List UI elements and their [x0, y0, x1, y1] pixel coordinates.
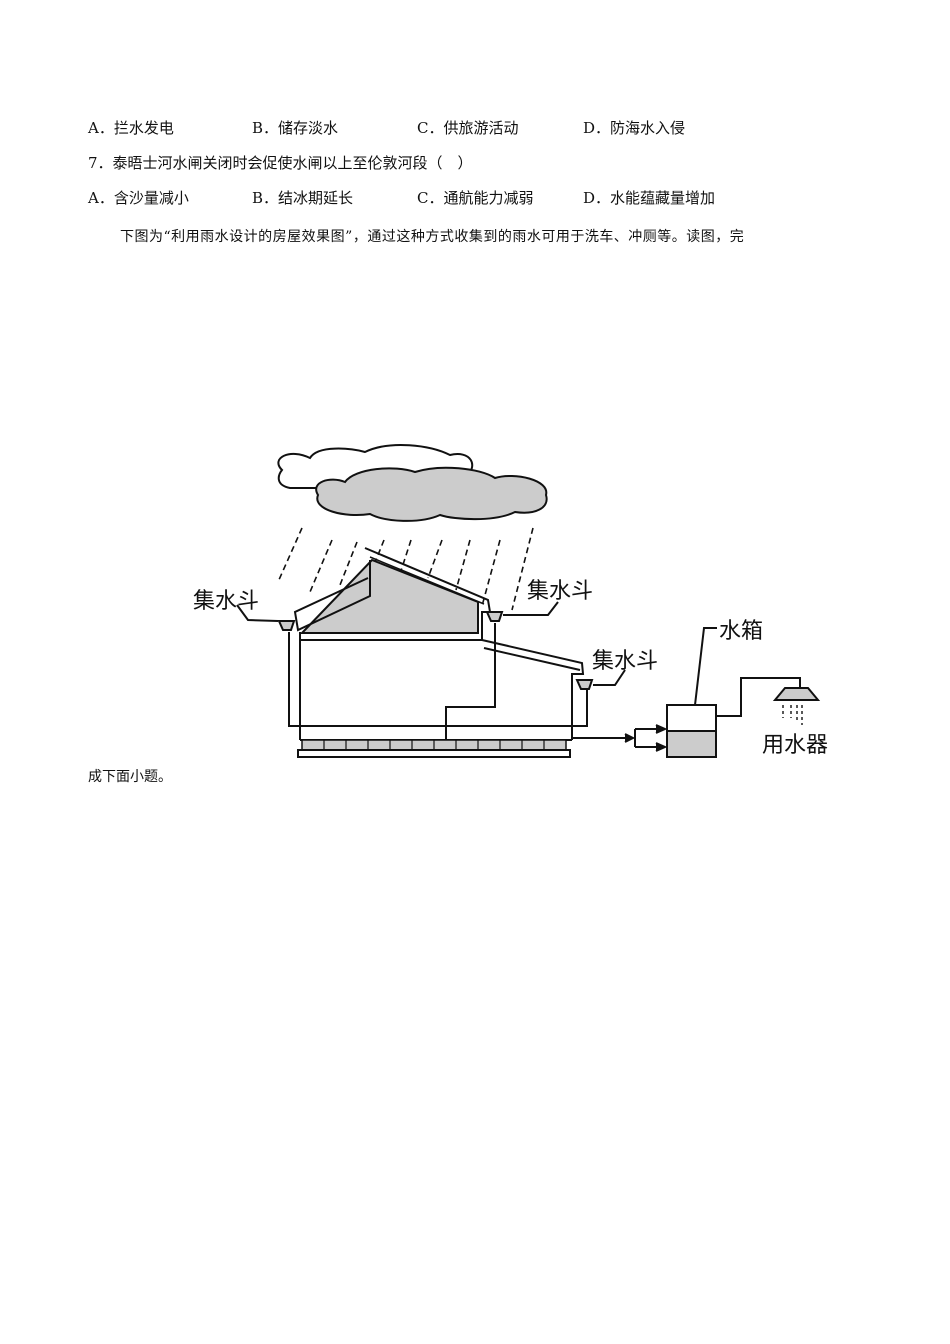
q7-option-c[interactable]: C．通航能力减弱 [417, 189, 534, 207]
funnel-left [277, 620, 296, 631]
intro-paragraph: 下图为“利用雨水设计的房屋效果图”，通过这种方式收集到的雨水可用于洗车、冲厕等。… [120, 229, 745, 245]
shower-spray [782, 705, 803, 725]
q6-option-b[interactable]: B．储存淡水 [252, 119, 339, 137]
funnel-label-right: 集水斗 [592, 649, 658, 674]
funnel-middle [485, 611, 504, 622]
cloud-front [315, 466, 548, 522]
q6-option-a[interactable]: A．拦水发电 [88, 119, 174, 137]
funnel-right [575, 679, 594, 690]
fixture-label: 用水器 [762, 733, 828, 758]
rainwater-house-diagram: 集水斗 集水斗 集水斗 水箱 用水器 [193, 443, 828, 758]
tank-leader [694, 627, 717, 706]
q7-stem: 7．泰晤士河水闸关闭时会促使水闸以上至伦敦河段（ ） [88, 154, 473, 172]
shower-head-icon [772, 687, 821, 701]
leader-middle [503, 601, 559, 616]
q6-option-d[interactable]: D．防海水入侵 [583, 119, 686, 137]
q7-option-d[interactable]: D．水能蕴藏量增加 [583, 189, 716, 207]
base-slab [297, 749, 571, 758]
intro-paragraph-end: 成下面小题。 [88, 769, 172, 785]
tank-water [666, 730, 717, 758]
supply-pipe [716, 677, 801, 717]
q7-option-a[interactable]: A．含沙量减小 [88, 189, 189, 207]
funnel-label-left: 集水斗 [193, 589, 259, 614]
funnel-label-middle: 集水斗 [527, 579, 593, 604]
tank-label: 水箱 [719, 619, 763, 644]
pipe-middle [445, 623, 496, 740]
q6-option-c[interactable]: C．供旅游活动 [417, 119, 519, 137]
pipe-left-right [288, 632, 588, 727]
q7-option-b[interactable]: B．结冰期延长 [252, 189, 354, 207]
leader-left [236, 604, 279, 622]
leader-right [593, 669, 626, 686]
lower-roof [481, 639, 585, 740]
